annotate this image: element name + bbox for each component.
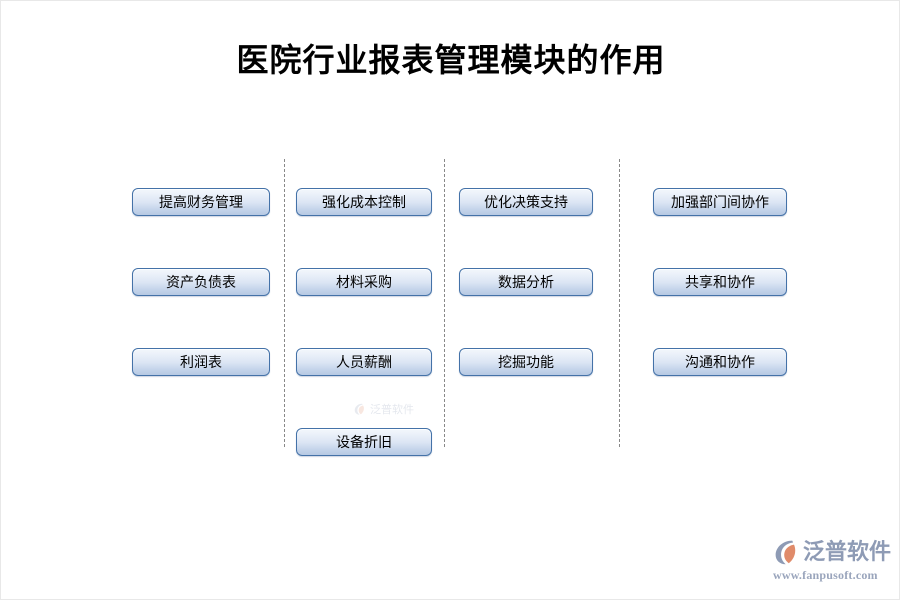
column-separator-1 <box>284 159 285 447</box>
node-box[interactable]: 设备折旧 <box>296 428 432 456</box>
node-box[interactable]: 沟通和协作 <box>653 348 787 376</box>
column-finance: 提高财务管理 资产负债表 利润表 <box>132 188 270 376</box>
column-cost: 强化成本控制 材料采购 人员薪酬 设备折旧 <box>296 188 432 456</box>
node-label: 加强部门间协作 <box>671 194 769 210</box>
column-collaboration: 加强部门间协作 共享和协作 沟通和协作 <box>653 188 787 376</box>
node-box[interactable]: 优化决策支持 <box>459 188 593 216</box>
node-box[interactable]: 材料采购 <box>296 268 432 296</box>
node-label: 设备折旧 <box>336 434 392 450</box>
node-box[interactable]: 人员薪酬 <box>296 348 432 376</box>
node-label: 强化成本控制 <box>322 194 406 210</box>
node-box[interactable]: 提高财务管理 <box>132 188 270 216</box>
node-label: 提高财务管理 <box>159 194 243 210</box>
column-decision: 优化决策支持 数据分析 挖掘功能 <box>459 188 593 376</box>
node-box[interactable]: 数据分析 <box>459 268 593 296</box>
node-label: 沟通和协作 <box>685 354 755 370</box>
node-label: 人员薪酬 <box>336 354 392 370</box>
brand-logo: 泛普软件 www.fanpusoft.com <box>773 537 891 589</box>
node-label: 资产负债表 <box>166 274 236 290</box>
fanpu-arc-logo-icon <box>773 538 801 566</box>
column-separator-2 <box>444 159 445 447</box>
node-label: 共享和协作 <box>685 274 755 290</box>
node-label: 材料采购 <box>336 274 392 290</box>
node-label: 数据分析 <box>498 274 554 290</box>
node-label: 挖掘功能 <box>498 354 554 370</box>
brand-logo-name: 泛普软件 <box>803 539 892 564</box>
brand-logo-url: www.fanpusoft.com <box>773 568 878 582</box>
node-label: 利润表 <box>180 354 222 370</box>
node-label: 优化决策支持 <box>484 194 568 210</box>
node-box[interactable]: 加强部门间协作 <box>653 188 787 216</box>
page-title: 医院行业报表管理模块的作用 <box>236 42 666 78</box>
node-box[interactable]: 强化成本控制 <box>296 188 432 216</box>
column-separator-3 <box>619 159 620 447</box>
node-box[interactable]: 共享和协作 <box>653 268 787 296</box>
node-box[interactable]: 资产负债表 <box>132 268 270 296</box>
brand-logo-row: 泛普软件 <box>773 537 891 567</box>
node-box[interactable]: 挖掘功能 <box>459 348 593 376</box>
node-box[interactable]: 利润表 <box>132 348 270 376</box>
